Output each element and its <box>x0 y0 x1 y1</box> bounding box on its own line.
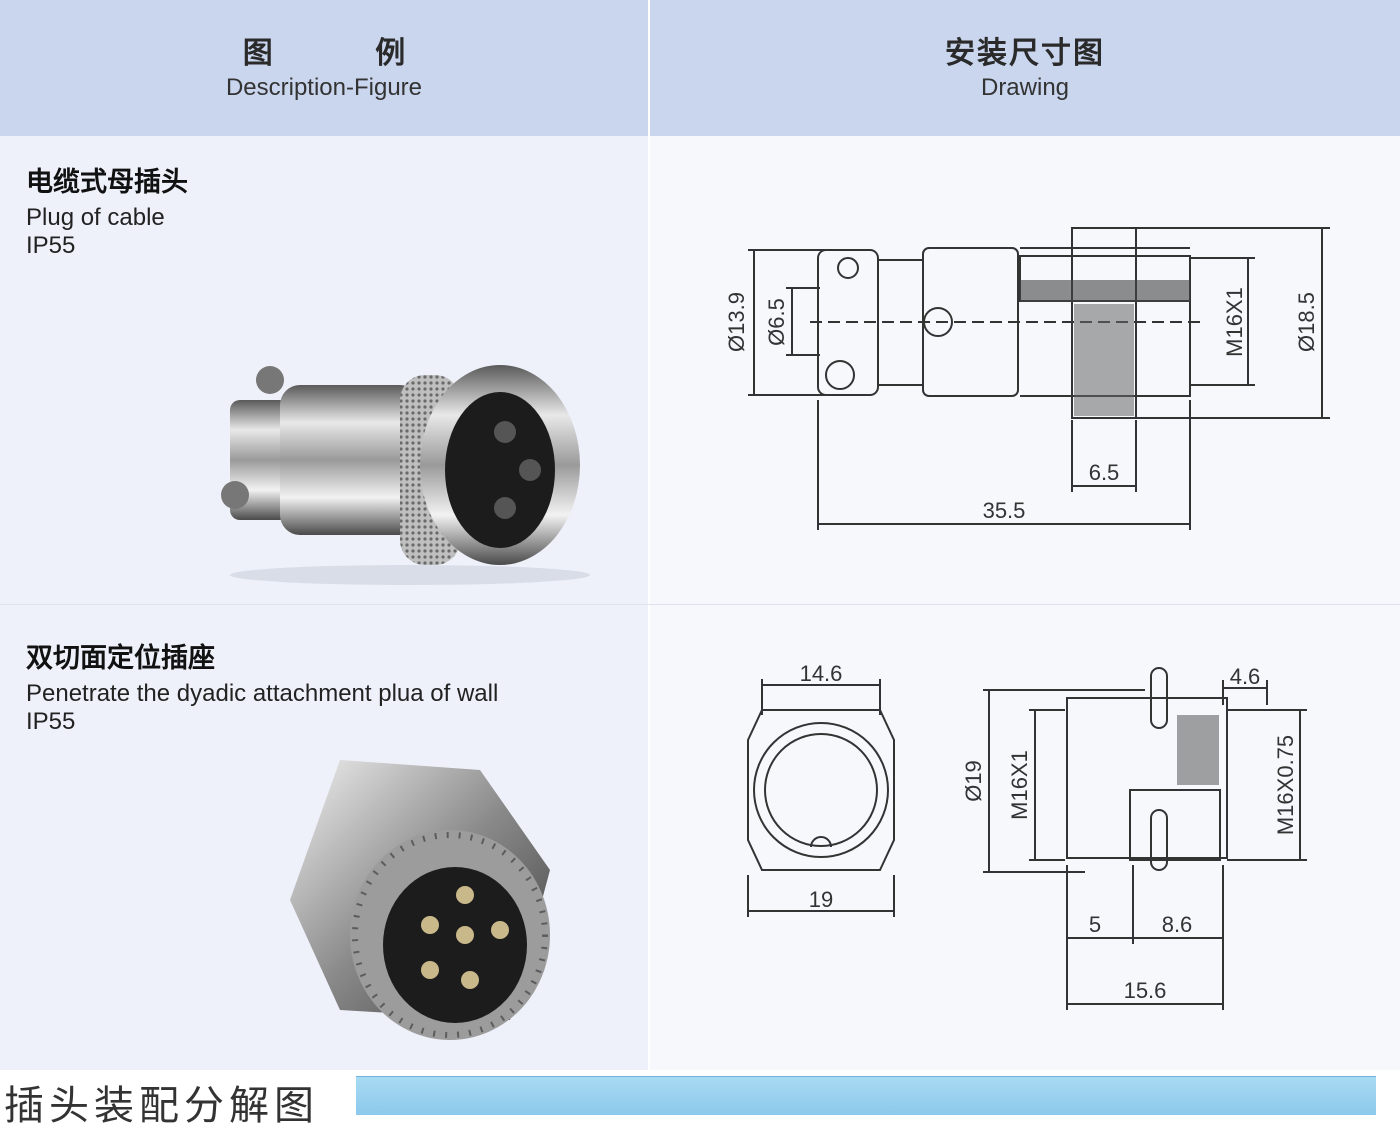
dim-4-6: 4.6 <box>1230 664 1261 689</box>
cable-plug-photo <box>221 365 590 585</box>
footer-title: 插头装配分解图 <box>4 1083 319 1129</box>
row2-rating: IP55 <box>26 708 76 735</box>
header-drawing-cn: 安装尺寸图 <box>945 36 1105 71</box>
row2-title-en: Penetrate the dyadic attachment plua of … <box>26 680 499 707</box>
dim-d6-5: Ø6.5 <box>764 298 789 346</box>
dim-m16x1: M16X1 <box>1222 287 1247 357</box>
dim-5: 5 <box>1089 912 1101 937</box>
dim-19: 19 <box>809 887 833 912</box>
table-header: 图 例 Description-Figure 安装尺寸图 Drawing <box>0 0 1400 136</box>
header-description-en: Description-Figure <box>225 74 423 101</box>
dim-15-6: 15.6 <box>1124 978 1167 1003</box>
row1-rating: IP55 <box>26 232 76 259</box>
dim-m16x0-75: M16X0.75 <box>1273 735 1298 835</box>
dim-14-6: 14.6 <box>800 661 843 686</box>
column-divider <box>648 136 650 1070</box>
row2-title-cn: 双切面定位插座 <box>26 643 215 674</box>
dim-8-6: 8.6 <box>1162 912 1193 937</box>
dim-m16x1-b: M16X1 <box>1007 750 1032 820</box>
dim-6-5: 6.5 <box>1089 460 1120 485</box>
row-divider <box>0 604 1400 605</box>
plug-dimension-drawing: Ø13.9 Ø6.5 M16X1 Ø18.5 6.5 35.5 <box>724 227 1330 530</box>
footer-bar <box>356 1076 1376 1115</box>
socket-front-drawing: 14.6 19 <box>747 661 895 917</box>
dim-d18-5: Ø18.5 <box>1294 292 1319 352</box>
wall-socket-photo <box>290 760 550 1040</box>
dim-d19: Ø19 <box>961 760 986 802</box>
socket-side-drawing: Ø19 M16X1 M16X0.75 4.6 5 8.6 15.6 <box>961 664 1307 1010</box>
header-drawing: 安装尺寸图 Drawing <box>648 0 1400 136</box>
row1-title-cn: 电缆式母插头 <box>26 167 188 198</box>
header-drawing-en: Drawing <box>980 74 1070 101</box>
dim-d13-9: Ø13.9 <box>724 292 749 352</box>
header-description-cn: 图 例 <box>242 36 452 71</box>
row1-title-en: Plug of cable <box>26 204 165 231</box>
dim-35-5: 35.5 <box>983 498 1026 523</box>
header-description: 图 例 Description-Figure <box>0 0 648 136</box>
